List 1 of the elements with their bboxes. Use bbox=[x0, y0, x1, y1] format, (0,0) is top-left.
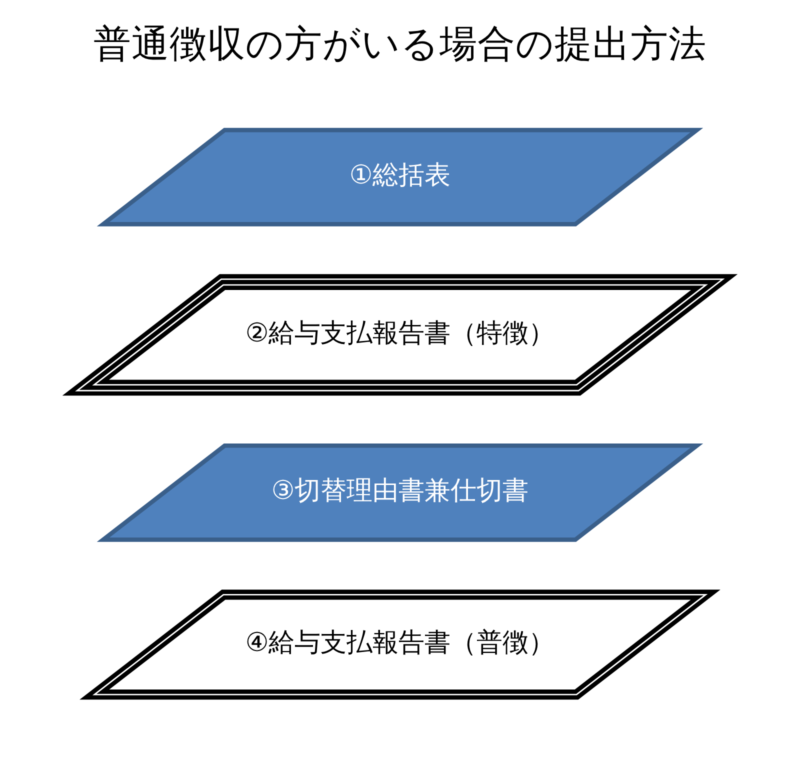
diagram-title: 普通徴収の方がいる場合の提出方法 bbox=[94, 22, 706, 66]
